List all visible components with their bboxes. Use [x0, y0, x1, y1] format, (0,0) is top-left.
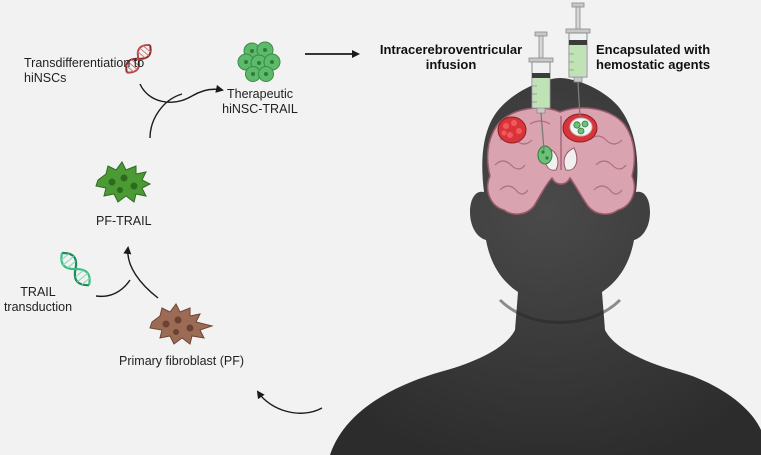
fibroblast-icon: [149, 303, 214, 345]
label-pf-trail: PF-TRAIL: [96, 214, 152, 228]
fibroblast-icon: [95, 161, 152, 203]
arrow-to-hinsc: [139, 83, 224, 103]
syringe-icon: [565, 2, 591, 119]
arrow-trail-transduction-branch: [95, 279, 131, 298]
dna-helix-icon: [125, 43, 152, 74]
label-encapsulated: Encapsulated with hemostatic agents: [596, 42, 711, 72]
label-trail-transduction: TRAIL transduction: [3, 285, 73, 314]
head-silhouette-icon: [330, 78, 761, 455]
arrow-pf-to-pftrail: [123, 246, 159, 299]
syringe-icon: [528, 31, 554, 151]
arrow-return: [256, 390, 323, 414]
label-transdifferentiation: Transdifferentiation to hiNSCs: [24, 56, 145, 85]
flow-arrows: [95, 50, 360, 414]
arrow-pftrail-up: [149, 93, 183, 139]
label-therapeutic-hinsc-trail: Therapeutic hiNSC-TRAIL: [222, 87, 298, 116]
dna-helix-icon: [60, 251, 91, 287]
cell-cluster-icon: [237, 41, 281, 82]
tumor-left: [497, 116, 527, 144]
tumor-right: [562, 113, 598, 143]
label-primary-fibroblast: Primary fibroblast (PF): [119, 354, 245, 368]
label-icv-infusion: Intracerebroventricular infusion: [379, 42, 523, 72]
